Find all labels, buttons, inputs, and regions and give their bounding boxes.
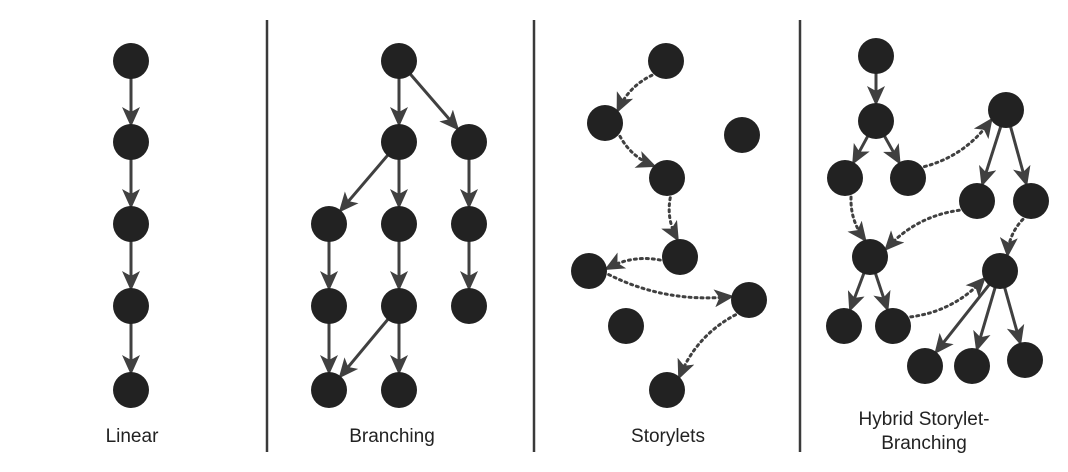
node-l5 bbox=[113, 372, 149, 408]
node-h2 bbox=[858, 103, 894, 139]
edge-s4-s5 bbox=[661, 196, 679, 242]
node-s2 bbox=[587, 105, 623, 141]
node-h1 bbox=[858, 38, 894, 74]
nodes-layer bbox=[113, 38, 1049, 408]
caption-hybrid: Hybrid Storylet- Branching bbox=[834, 408, 1014, 456]
node-b10 bbox=[311, 372, 347, 408]
edge-h2-h3 bbox=[852, 134, 870, 165]
edge-s6-s7 bbox=[607, 273, 735, 308]
node-h4 bbox=[890, 160, 926, 196]
edge-h7-h9 bbox=[999, 217, 1025, 258]
edge-h5-h7 bbox=[1008, 125, 1031, 187]
node-h7 bbox=[1013, 183, 1049, 219]
edge-h9-h12 bbox=[934, 282, 992, 355]
node-s5 bbox=[662, 239, 698, 275]
node-b3 bbox=[451, 124, 487, 160]
node-s9 bbox=[649, 372, 685, 408]
edge-h8-h11 bbox=[873, 271, 891, 312]
caption-hybrid-line-1: Hybrid Storylet- bbox=[858, 409, 990, 430]
edge-h9-h13 bbox=[973, 285, 997, 352]
edge-h8-h10 bbox=[847, 271, 866, 312]
panel-dividers bbox=[265, 20, 802, 452]
caption-branching: Branching bbox=[349, 426, 435, 447]
edge-h3-h8 bbox=[847, 195, 867, 243]
edge-h11-h9 bbox=[909, 276, 986, 319]
node-h5 bbox=[988, 92, 1024, 128]
edge-s1-s2 bbox=[616, 73, 654, 114]
node-b11 bbox=[381, 372, 417, 408]
node-s6 bbox=[571, 253, 607, 289]
node-l3 bbox=[113, 206, 149, 242]
node-s1 bbox=[648, 43, 684, 79]
node-h9 bbox=[982, 253, 1018, 289]
node-b4 bbox=[311, 206, 347, 242]
node-h8 bbox=[852, 239, 888, 275]
node-l4 bbox=[113, 288, 149, 324]
node-l2 bbox=[113, 124, 149, 160]
node-b5 bbox=[381, 206, 417, 242]
edge-h9-h14 bbox=[1002, 285, 1025, 346]
node-h11 bbox=[875, 308, 911, 344]
edge-b1-b3 bbox=[408, 72, 460, 131]
edge-h4-h5 bbox=[922, 117, 993, 169]
caption-storylets: Storylets bbox=[631, 426, 705, 447]
node-b1 bbox=[381, 43, 417, 79]
edge-b8-b10 bbox=[338, 317, 390, 379]
edge-h2-h4 bbox=[882, 134, 901, 165]
caption-linear: Linear bbox=[105, 426, 159, 447]
caption-hybrid-line-2: Branching bbox=[881, 433, 967, 454]
node-b9 bbox=[451, 288, 487, 324]
edge-h5-h6 bbox=[979, 124, 1003, 187]
node-h10 bbox=[826, 308, 862, 344]
node-b8 bbox=[381, 288, 417, 324]
node-h6 bbox=[959, 183, 995, 219]
edges-layer bbox=[122, 72, 1031, 380]
edge-s2-s4 bbox=[618, 134, 657, 168]
node-h13 bbox=[954, 348, 990, 384]
node-h3 bbox=[827, 160, 863, 196]
node-l1 bbox=[113, 43, 149, 79]
edge-h6-h8 bbox=[884, 208, 961, 252]
node-b2 bbox=[381, 124, 417, 160]
edge-s5-s6 bbox=[604, 252, 662, 271]
node-s8 bbox=[608, 308, 644, 344]
node-h12 bbox=[907, 348, 943, 384]
node-b7 bbox=[311, 288, 347, 324]
edge-s7-s9 bbox=[677, 313, 738, 380]
node-b6 bbox=[451, 206, 487, 242]
node-h14 bbox=[1007, 342, 1043, 378]
edge-b2-b4 bbox=[338, 153, 390, 213]
node-s4 bbox=[649, 160, 685, 196]
node-s7 bbox=[731, 282, 767, 318]
node-s3 bbox=[724, 117, 760, 153]
